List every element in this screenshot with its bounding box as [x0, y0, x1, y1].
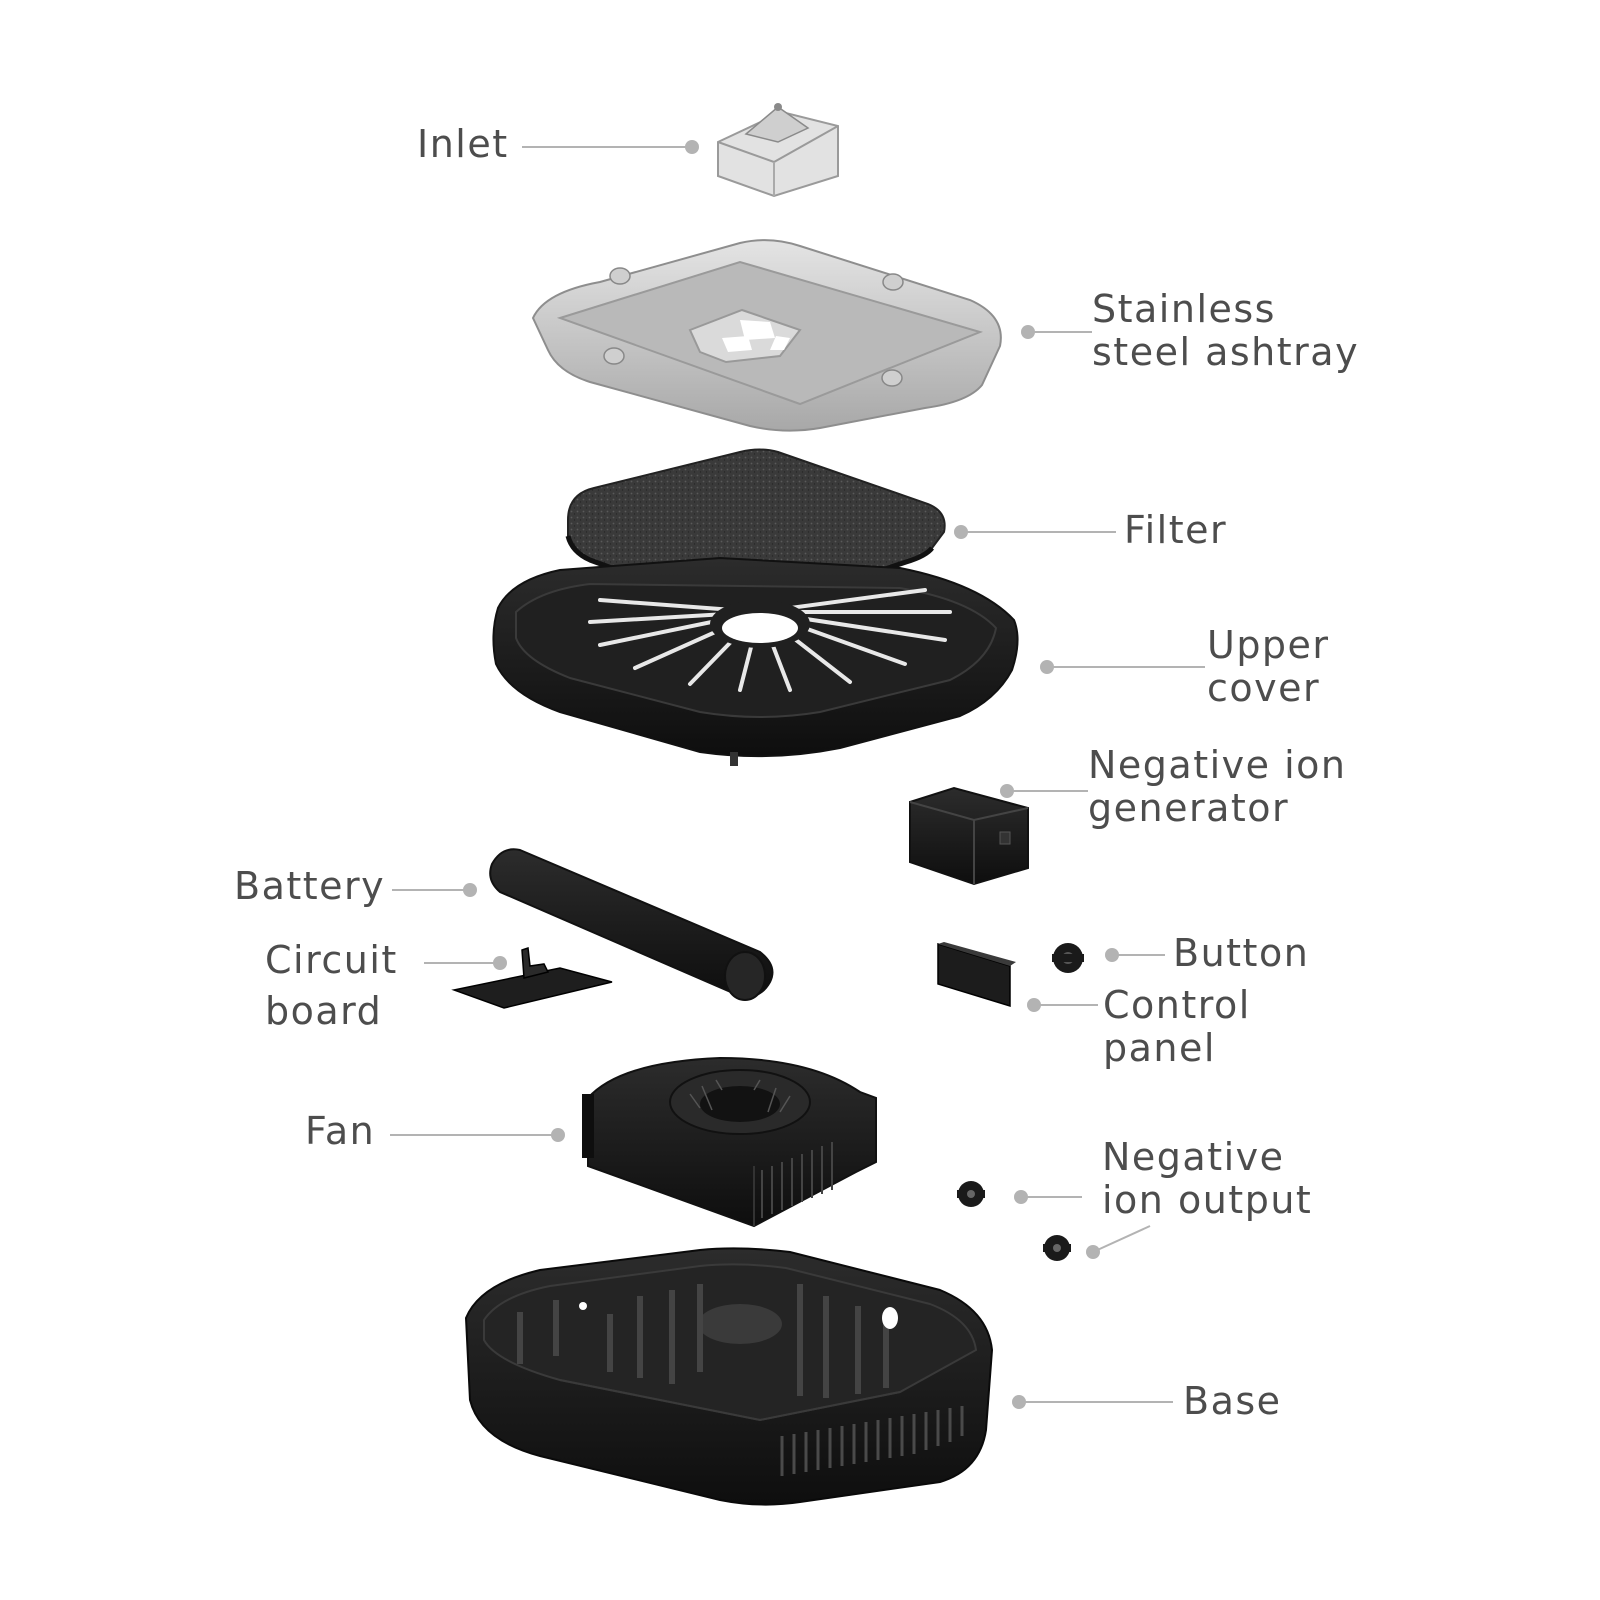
label-upper-cover-line-2: cover	[1207, 666, 1321, 710]
label-battery-text: Battery	[234, 864, 386, 908]
label-circuit-board: Circuit board	[265, 939, 398, 1033]
label-button: Button	[1173, 932, 1309, 975]
leader-inlet	[522, 140, 699, 154]
leader-ashtray	[1021, 325, 1092, 339]
inlet-part	[717, 103, 839, 198]
label-ion-output-line-2: ion output	[1102, 1178, 1313, 1222]
label-upper-cover: Upper cover	[1207, 624, 1330, 710]
label-filter-text: Filter	[1124, 508, 1228, 552]
button-part	[1052, 943, 1084, 973]
label-ion-output: Negative ion output	[1102, 1136, 1312, 1222]
ion-output-part-2	[1043, 1235, 1071, 1261]
label-circuit-board-line-2: board	[265, 989, 383, 1033]
label-control-panel-line-1: Control	[1103, 983, 1251, 1027]
label-button-text: Button	[1173, 931, 1310, 975]
label-inlet: Inlet	[417, 123, 509, 166]
circuit-board-part	[451, 946, 613, 1009]
control-panel-part	[937, 942, 1016, 1008]
label-base-text: Base	[1183, 1379, 1282, 1423]
leader-filter	[954, 525, 1116, 539]
leader-lines	[390, 140, 1205, 1409]
leader-base	[1012, 1395, 1173, 1409]
ion-generator-part	[909, 786, 1029, 886]
leader-circuit-board	[424, 956, 507, 970]
leader-upper-cover	[1040, 660, 1205, 674]
leader-button	[1105, 948, 1165, 962]
label-battery: Battery	[234, 865, 385, 908]
label-control-panel: Control panel	[1103, 984, 1251, 1070]
leader-ion-output-2	[1086, 1225, 1151, 1259]
leader-ion-generator	[1000, 784, 1088, 798]
label-inlet-text: Inlet	[417, 122, 509, 166]
label-ashtray-line-1: Stainless	[1092, 287, 1276, 331]
leader-battery	[392, 883, 477, 897]
leader-control-panel	[1027, 998, 1098, 1012]
label-ion-output-line-1: Negative	[1102, 1135, 1285, 1179]
upper-cover-part	[492, 556, 1019, 766]
label-circuit-board-line-1: Circuit	[265, 938, 398, 982]
label-control-panel-line-2: panel	[1103, 1026, 1216, 1070]
label-fan-text: Fan	[305, 1109, 376, 1153]
label-ashtray-line-2: steel ashtray	[1092, 330, 1360, 374]
label-ion-generator-line-2: generator	[1088, 786, 1290, 830]
base-part	[464, 1247, 994, 1506]
leader-ion-output-1	[1014, 1190, 1082, 1204]
fan-part	[582, 1056, 877, 1228]
label-ion-generator-line-1: Negative ion	[1088, 743, 1347, 787]
label-ion-generator: Negative ion generator	[1088, 744, 1347, 830]
ion-output-part-1	[957, 1181, 985, 1207]
leader-fan	[390, 1128, 565, 1142]
label-fan: Fan	[305, 1110, 375, 1153]
label-base: Base	[1183, 1380, 1282, 1423]
battery-part	[489, 848, 774, 1001]
label-ashtray: Stainless steel ashtray	[1092, 288, 1359, 374]
ashtray-part	[531, 239, 1002, 432]
label-filter: Filter	[1124, 509, 1227, 552]
label-upper-cover-line-1: Upper	[1207, 623, 1330, 667]
